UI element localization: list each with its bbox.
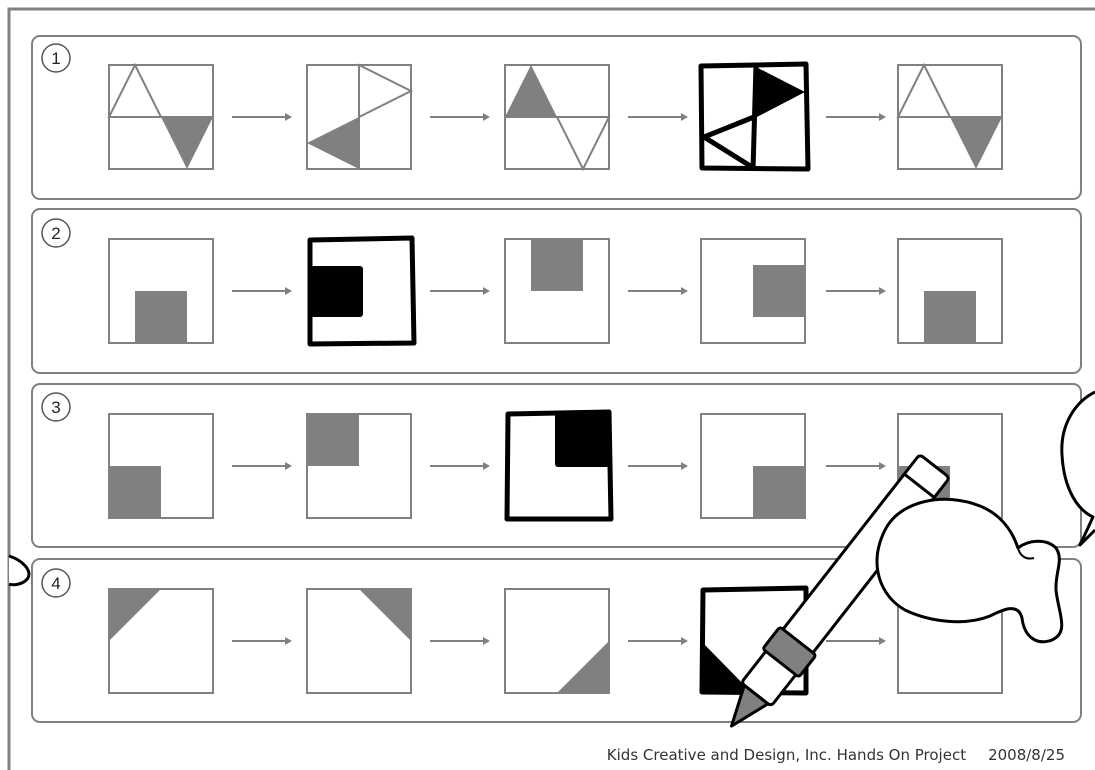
puzzle-cell-3-2 — [307, 414, 411, 518]
speech-bubble-fragment — [9, 556, 29, 585]
row-number: 4 — [51, 574, 60, 593]
puzzle-cell-4-2 — [307, 589, 411, 693]
arrow — [232, 113, 292, 121]
arrow — [430, 637, 490, 645]
arrow — [628, 462, 688, 470]
row-number: 3 — [51, 398, 60, 417]
puzzle-cell-4-3 — [505, 589, 609, 693]
puzzle-cell-3-4 — [701, 414, 805, 518]
arrow — [232, 637, 292, 645]
drawn-answer-3 — [507, 412, 611, 519]
arrow — [628, 287, 688, 295]
puzzle-cell-1-2 — [307, 65, 411, 169]
arrow — [628, 637, 688, 645]
puzzle-cell-1-3 — [505, 65, 609, 169]
row-number: 1 — [51, 49, 60, 68]
puzzle-cell-4-1 — [109, 589, 213, 693]
puzzle-cell-2-1 — [109, 239, 213, 343]
puzzle-cell-2-4 — [701, 239, 805, 343]
arrow — [826, 462, 886, 470]
drawn-answer-1 — [701, 64, 808, 170]
arrow — [430, 462, 490, 470]
arrow — [826, 113, 886, 121]
speech-bubble — [1062, 392, 1095, 545]
puzzle-cell-1-5 — [898, 65, 1002, 169]
arrow — [232, 462, 292, 470]
row-number: 2 — [51, 224, 60, 243]
arrow — [430, 113, 490, 121]
row-1: 1 — [32, 36, 1081, 199]
footer: Kids Creative and Design, Inc. Hands On … — [607, 746, 1065, 764]
puzzle-cell-3-1 — [109, 414, 213, 518]
row-2: 2 — [32, 209, 1081, 373]
puzzle-cell-2-3 — [505, 239, 609, 343]
drawn-answer-2 — [309, 238, 414, 344]
arrow — [826, 637, 886, 645]
arrow — [232, 287, 292, 295]
puzzle-cell-2-5 — [898, 239, 1002, 343]
footer-date: 2008/8/25 — [988, 746, 1065, 764]
puzzle-cell-1-1 — [109, 65, 213, 169]
footer-company: Kids Creative and Design, Inc. Hands On … — [607, 746, 966, 764]
arrow — [430, 287, 490, 295]
arrow — [826, 287, 886, 295]
arrow — [628, 113, 688, 121]
